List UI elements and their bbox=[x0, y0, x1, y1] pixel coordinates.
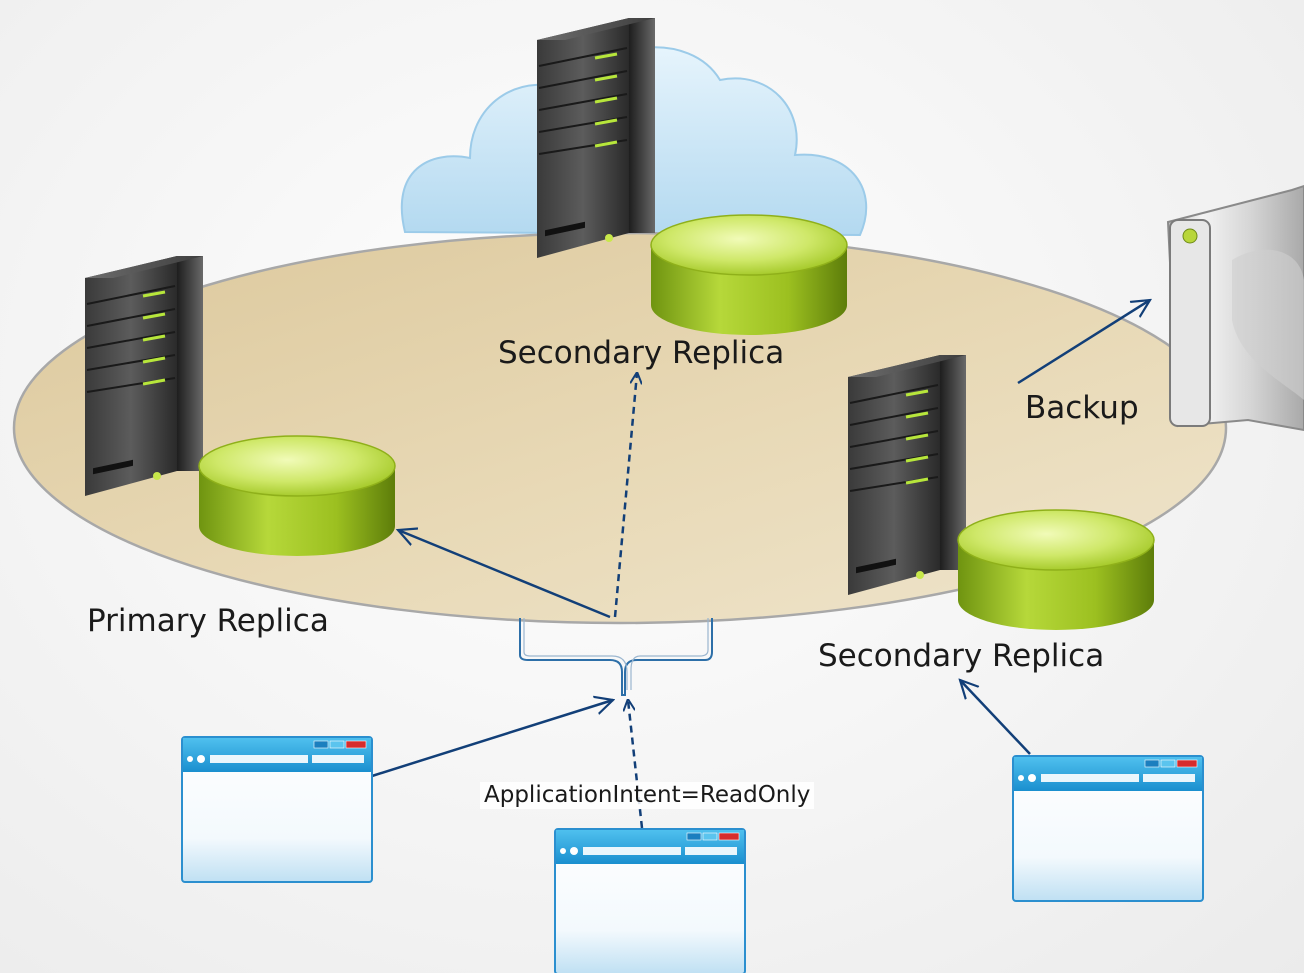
database-icon bbox=[957, 509, 1155, 631]
primary-connection-arrow bbox=[398, 530, 611, 619]
backup-drive-icon bbox=[1166, 184, 1304, 432]
app-window-icon bbox=[181, 736, 373, 883]
backup-arrow bbox=[1017, 300, 1150, 385]
database-icon bbox=[198, 435, 396, 557]
app-window-icon bbox=[554, 828, 746, 973]
server-icon bbox=[846, 353, 968, 597]
application-intent-label: ApplicationIntent=ReadOnly bbox=[480, 782, 815, 809]
readonly-client-arrow bbox=[628, 700, 644, 829]
backup-label: Backup bbox=[1025, 390, 1139, 426]
database-icon bbox=[650, 214, 848, 336]
listener-bracket bbox=[519, 618, 713, 696]
primary-replica-label: Primary Replica bbox=[87, 603, 329, 639]
client-primary-arrow bbox=[371, 700, 613, 778]
server-icon bbox=[535, 16, 657, 260]
secondary-replica-top-label: Secondary Replica bbox=[498, 335, 785, 371]
server-icon bbox=[83, 254, 205, 498]
readonly-routing-arrow bbox=[613, 373, 637, 618]
client-secondary-arrow bbox=[960, 680, 1031, 755]
secondary-replica-right-label: Secondary Replica bbox=[818, 638, 1105, 674]
app-window-icon bbox=[1012, 755, 1204, 902]
